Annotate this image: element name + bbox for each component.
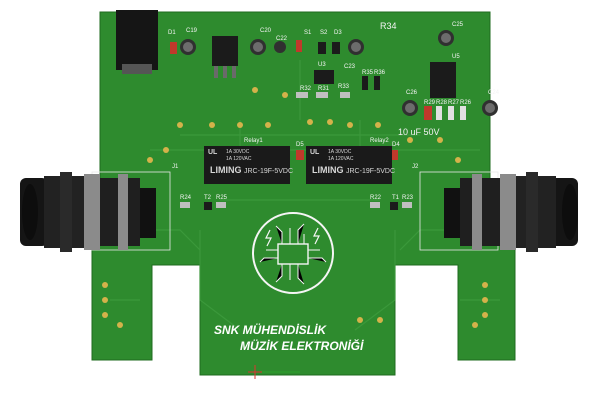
label-r23: R23: [402, 195, 414, 201]
label-c23: C23: [344, 64, 356, 70]
label-r34: R34: [380, 21, 397, 31]
label-c22: C22: [276, 36, 288, 42]
label-c25: C25: [452, 22, 464, 28]
label-t2: T2: [204, 195, 212, 201]
label-relay2: Relay2: [370, 138, 389, 144]
label-d4: D4: [392, 142, 400, 148]
label-r33: R33: [338, 84, 350, 90]
label-j1: J1: [172, 164, 179, 170]
label-u3: U3: [318, 62, 326, 68]
label-r36: R36: [374, 70, 386, 76]
relay-1-body: [204, 146, 290, 184]
audio-jack-j1: [20, 171, 171, 252]
label-s2: S2: [320, 30, 328, 36]
relay-1-model: JRC-19F-5VDC: [244, 168, 294, 175]
label-r35: R35: [362, 70, 374, 76]
audio-jack-j2: [419, 171, 578, 252]
label-r28: R28: [436, 100, 448, 106]
voltage-regulator: [212, 36, 238, 66]
label-c24: C24: [488, 90, 500, 96]
electrolytic-capacitors: [180, 30, 498, 116]
label-r25: R25: [216, 195, 228, 201]
ic-u5: [430, 62, 456, 98]
label-r22: R22: [370, 195, 382, 201]
relay-1-rating1: 1A 30VDC: [226, 149, 250, 155]
vias: [102, 87, 488, 328]
label-c26: C26: [406, 90, 418, 96]
label-cap-value: 10 uF 50V: [398, 127, 440, 137]
label-r29: R29: [424, 100, 436, 106]
label-r24: R24: [180, 195, 192, 201]
label-r26: R26: [460, 100, 472, 106]
label-relay1: Relay1: [244, 138, 263, 144]
label-c20: C20: [260, 28, 272, 34]
ic-u3: [314, 70, 334, 84]
relay-2-rating1: 1A 30VDC: [328, 149, 352, 155]
dc-power-jack: [116, 10, 158, 70]
relay-1-ul: UL: [208, 149, 218, 156]
relay-1-rating2: 1A 120VAC: [226, 156, 252, 162]
label-r27: R27: [448, 100, 460, 106]
relay-2-rating2: 1A 120VAC: [328, 156, 354, 162]
origin-marker: [248, 365, 300, 379]
relay-2-body: [306, 146, 392, 184]
brand-line-1: SNK MÜHENDİSLİK: [214, 323, 327, 337]
chip-logo: [252, 212, 334, 294]
relay-1-marking: LIMING: [210, 165, 242, 175]
label-d3: D3: [334, 30, 342, 36]
label-r32: R32: [300, 86, 312, 92]
label-t1: T1: [392, 195, 400, 201]
relay-2-marking: LIMING: [312, 165, 344, 175]
label-d1: D1: [168, 30, 176, 36]
label-s1: S1: [304, 30, 312, 36]
smd-components: [170, 40, 466, 210]
label-c19: C19: [186, 28, 198, 34]
relay-2-model: JRC-19F-5VDC: [346, 168, 396, 175]
label-d5: D5: [296, 142, 304, 148]
label-j2: J2: [412, 164, 419, 170]
label-u5: U5: [452, 54, 460, 60]
brand-line-2: MÜZİK ELEKTRONİĞİ: [240, 339, 364, 353]
relay-2-ul: UL: [310, 149, 320, 156]
label-r31: R31: [318, 86, 330, 92]
